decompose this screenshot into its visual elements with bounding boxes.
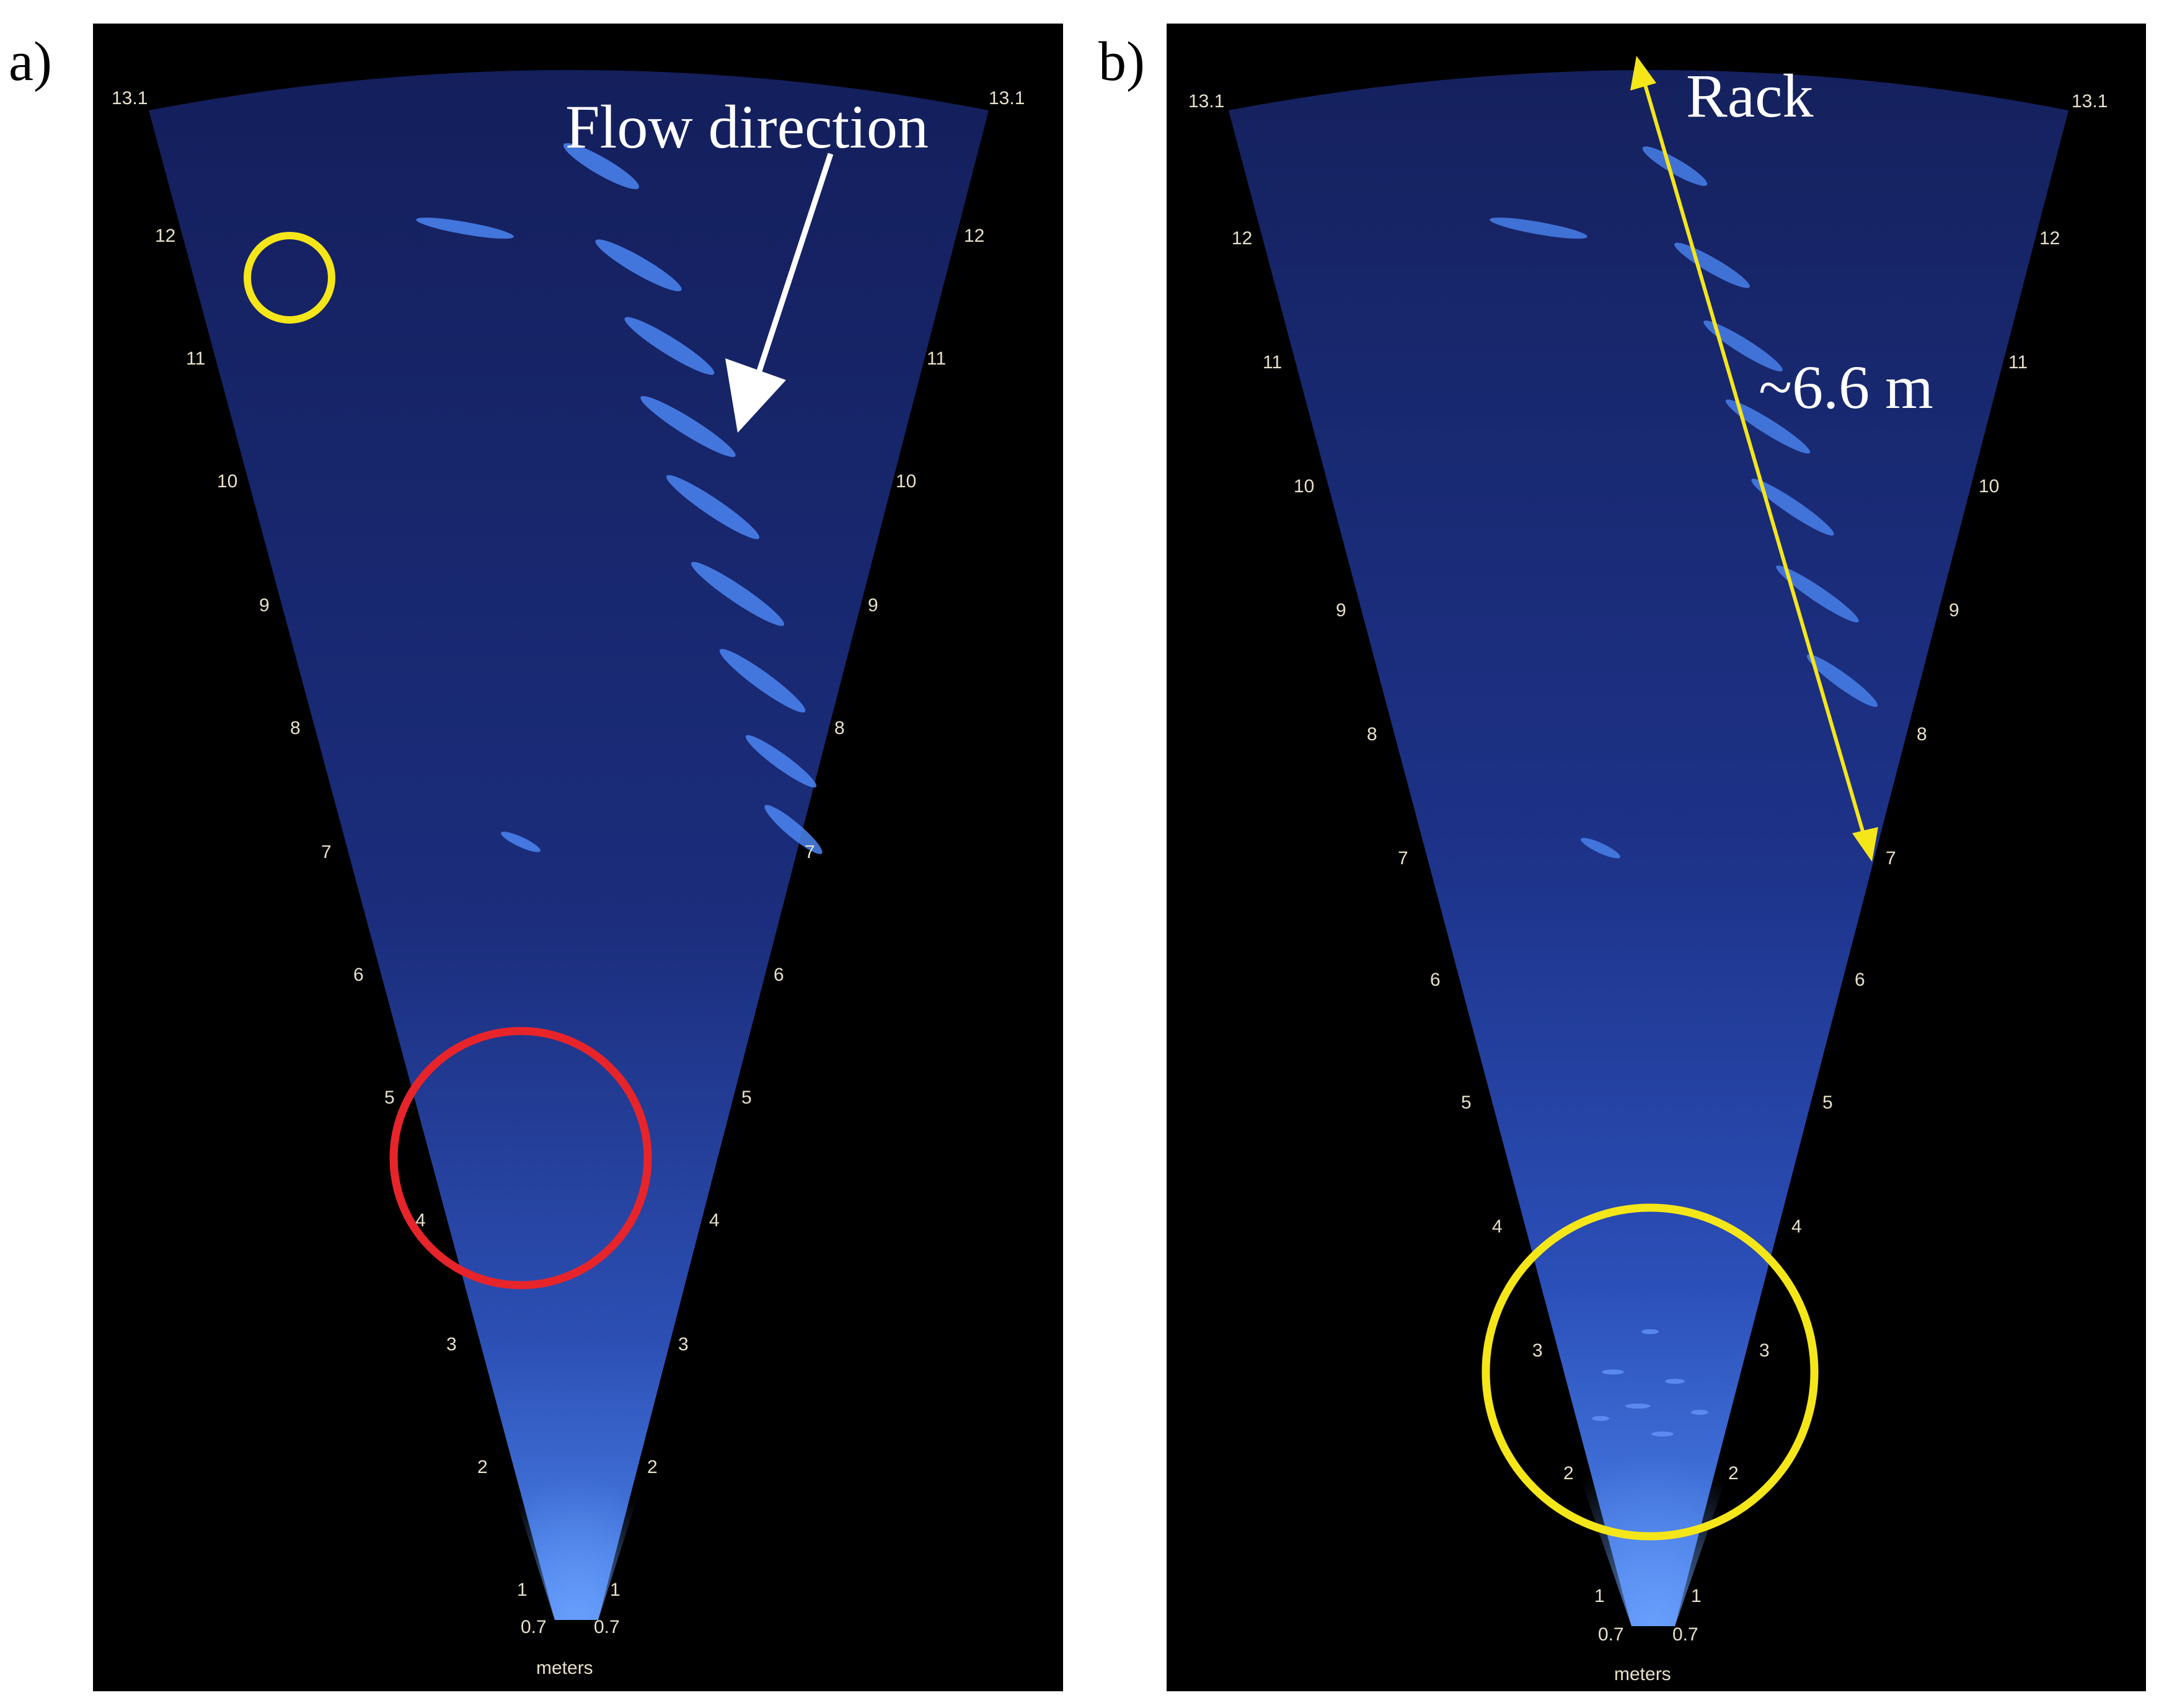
range-tick: 12 bbox=[155, 226, 175, 246]
range-tick: 10 bbox=[1294, 476, 1314, 497]
distance-label: ~6.6 m bbox=[1759, 353, 1933, 422]
panel-b-highlight-circle bbox=[1481, 1203, 1819, 1541]
range-tick: 9 bbox=[1949, 600, 1959, 621]
range-tick: 13.1 bbox=[2072, 91, 2108, 112]
range-tick: 13.1 bbox=[989, 88, 1025, 108]
range-tick: 1 bbox=[1691, 1586, 1702, 1606]
range-tick: 9 bbox=[1336, 600, 1346, 621]
range-tick: 9 bbox=[259, 595, 270, 616]
range-tick: 12 bbox=[1232, 228, 1252, 249]
range-tick: 3 bbox=[446, 1334, 457, 1355]
range-tick: 0.7 bbox=[594, 1617, 620, 1637]
range-tick: 10 bbox=[217, 471, 237, 492]
range-tick: 7 bbox=[1886, 848, 1896, 869]
range-tick: 2 bbox=[647, 1457, 658, 1477]
panel-a-large-highlight-circle bbox=[389, 1027, 652, 1290]
range-tick: 4 bbox=[415, 1210, 426, 1231]
range-tick: 1 bbox=[517, 1580, 528, 1600]
panel-b-left-range-scale: 13.1 12 11 10 9 8 7 6 5 4 3 2 1 0.7 bbox=[1188, 91, 1624, 1645]
range-tick: 0.7 bbox=[521, 1617, 547, 1637]
panel-b-unit-label: meters bbox=[1614, 1664, 1671, 1684]
range-tick: 5 bbox=[1461, 1092, 1472, 1113]
panel-a-near-field-glow bbox=[440, 1263, 713, 1620]
panel-a-sonar-image: 13.1 12 11 10 9 8 7 6 5 4 3 2 1 0.7 13.1… bbox=[93, 24, 1063, 1691]
range-tick: 6 bbox=[774, 965, 784, 985]
range-tick: 13.1 bbox=[1188, 91, 1224, 112]
range-tick: 5 bbox=[384, 1087, 395, 1108]
range-tick: 8 bbox=[1367, 724, 1377, 745]
rack-label: Rack bbox=[1686, 61, 1813, 130]
panel-a-right-range-scale: 13.1 12 11 10 9 8 7 6 5 4 3 2 1 0.7 bbox=[594, 88, 1025, 1637]
range-tick: 3 bbox=[1759, 1340, 1770, 1361]
range-tick: 8 bbox=[834, 718, 845, 738]
panel-b-near-field-glow bbox=[1501, 1251, 1805, 1626]
panel-a-echo-streaks bbox=[416, 143, 823, 854]
range-tick: 5 bbox=[741, 1087, 752, 1108]
panel-a-left-range-scale: 13.1 12 11 10 9 8 7 6 5 4 3 2 1 0.7 bbox=[112, 88, 547, 1637]
range-tick: 11 bbox=[1263, 352, 1282, 373]
range-tick: 12 bbox=[2039, 228, 2060, 249]
range-tick: 8 bbox=[290, 718, 301, 738]
panel-a-small-highlight-circle bbox=[244, 232, 335, 324]
range-tick: 11 bbox=[186, 348, 205, 369]
range-tick: 8 bbox=[1917, 724, 1927, 745]
range-tick: 5 bbox=[1822, 1092, 1833, 1113]
range-tick: 6 bbox=[1855, 970, 1865, 990]
flow-direction-label: Flow direction bbox=[565, 92, 929, 161]
range-tick: 7 bbox=[1398, 848, 1408, 869]
panel-a-unit-label: meters bbox=[536, 1658, 593, 1678]
panel-b-right-range-scale: 13.1 12 11 10 9 8 7 6 5 4 3 2 1 0.7 bbox=[1672, 91, 2108, 1645]
range-tick: 7 bbox=[321, 842, 332, 862]
range-tick: 4 bbox=[1492, 1216, 1503, 1237]
panel-b-letter: b) bbox=[1098, 31, 1145, 92]
range-tick: 10 bbox=[896, 471, 916, 492]
rack-distance-arrow bbox=[1630, 56, 1878, 862]
range-tick: 3 bbox=[678, 1334, 689, 1355]
range-tick: 12 bbox=[964, 226, 984, 246]
panel-b-sonar-image: 13.1 12 11 10 9 8 7 6 5 4 3 2 1 0.7 13.1… bbox=[1167, 24, 2146, 1691]
range-tick: 2 bbox=[1728, 1463, 1739, 1484]
range-tick: 1 bbox=[610, 1580, 620, 1600]
range-tick: 2 bbox=[477, 1457, 488, 1477]
range-tick: 4 bbox=[709, 1210, 720, 1231]
range-tick: 1 bbox=[1594, 1586, 1605, 1606]
panel-a-sonar-fan bbox=[149, 70, 989, 1620]
range-tick: 0.7 bbox=[1672, 1624, 1698, 1645]
panel-b-near-field-targets bbox=[1592, 1329, 1708, 1436]
flow-direction-arrow bbox=[725, 153, 834, 433]
range-tick: 9 bbox=[868, 595, 878, 616]
range-tick: 3 bbox=[1532, 1340, 1543, 1361]
range-tick: 10 bbox=[1979, 476, 1999, 497]
range-tick: 6 bbox=[353, 965, 364, 985]
range-tick: 13.1 bbox=[112, 88, 148, 108]
range-tick: 0.7 bbox=[1598, 1624, 1624, 1645]
panel-a-letter: a) bbox=[9, 31, 52, 92]
range-tick: 11 bbox=[2008, 352, 2028, 373]
range-tick: 6 bbox=[1430, 970, 1441, 990]
range-tick: 7 bbox=[805, 842, 815, 862]
panel-b-sonar-fan bbox=[1229, 70, 2068, 1626]
range-tick: 11 bbox=[927, 348, 946, 369]
range-tick: 4 bbox=[1791, 1216, 1802, 1237]
range-tick: 2 bbox=[1563, 1463, 1574, 1484]
